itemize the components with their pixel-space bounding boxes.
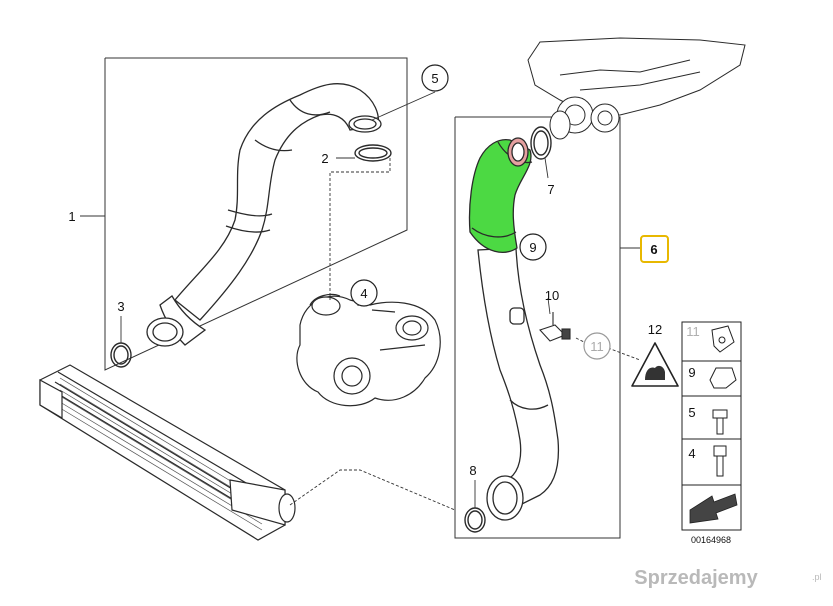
callout-10-label: 10 xyxy=(545,288,559,303)
callout-4-label: 4 xyxy=(360,286,367,301)
intercooler xyxy=(39,364,296,541)
callout-1-label: 1 xyxy=(68,209,75,224)
callout-9: 9 xyxy=(519,233,547,261)
callout-6-label: 6 xyxy=(650,242,657,257)
callout-9-label: 9 xyxy=(529,240,536,255)
intake-manifold xyxy=(527,37,746,140)
legend-row-11-num: 11 xyxy=(686,324,700,339)
callout-4: 4 xyxy=(350,279,378,307)
group-1-bracket xyxy=(80,57,408,371)
legend-row-9: 9 xyxy=(688,365,737,389)
callout-2-label: 2 xyxy=(321,151,328,166)
diagram-number: 00164968 xyxy=(691,535,731,545)
upper-charge-hose xyxy=(146,83,382,347)
legend-row-11: 11 xyxy=(686,324,735,353)
legend-row-5-num: 5 xyxy=(688,405,695,420)
legend-row-4-num: 4 xyxy=(688,446,695,461)
callout-5-label: 5 xyxy=(431,71,438,86)
turbocharger xyxy=(296,293,441,407)
charge-pipe-6 xyxy=(468,137,560,521)
o-ring-8 xyxy=(464,507,486,533)
o-ring-7 xyxy=(530,126,552,160)
callout-11: 11 xyxy=(583,332,611,360)
callout-8: 8 xyxy=(469,463,476,478)
callout-2: 2 xyxy=(321,151,328,166)
callout-12-label: 12 xyxy=(648,322,662,337)
callout-6: 6 xyxy=(640,235,669,263)
callout-3: 3 xyxy=(117,299,124,314)
legend-arrow-icon xyxy=(689,493,738,524)
watermark-text: Sprzedajemy xyxy=(634,567,758,589)
watermark-logo: Sprzedajemy .pl xyxy=(634,567,821,589)
watermark-suffix: .pl xyxy=(812,572,822,582)
o-ring-3 xyxy=(110,342,132,368)
legend-row-5: 5 xyxy=(688,405,728,435)
parts-legend: 11 9 5 4 00164968 xyxy=(681,321,742,545)
callout-7-label: 7 xyxy=(547,182,554,197)
callout-8-label: 8 xyxy=(469,463,476,478)
highlighted-section xyxy=(468,139,532,253)
legend-row-9-num: 9 xyxy=(688,365,695,380)
legend-row-4: 4 xyxy=(688,445,727,477)
leader-lines xyxy=(120,91,641,511)
callout-5: 5 xyxy=(421,64,449,92)
temperature-sensor xyxy=(539,312,571,342)
callout-3-label: 3 xyxy=(117,299,124,314)
callout-7: 7 xyxy=(547,182,554,197)
callout-11-label: 11 xyxy=(590,339,604,354)
callout-10: 10 xyxy=(545,288,559,303)
callout-12: 12 xyxy=(631,322,679,387)
o-ring-2 xyxy=(354,144,392,162)
callout-1: 1 xyxy=(68,209,75,224)
